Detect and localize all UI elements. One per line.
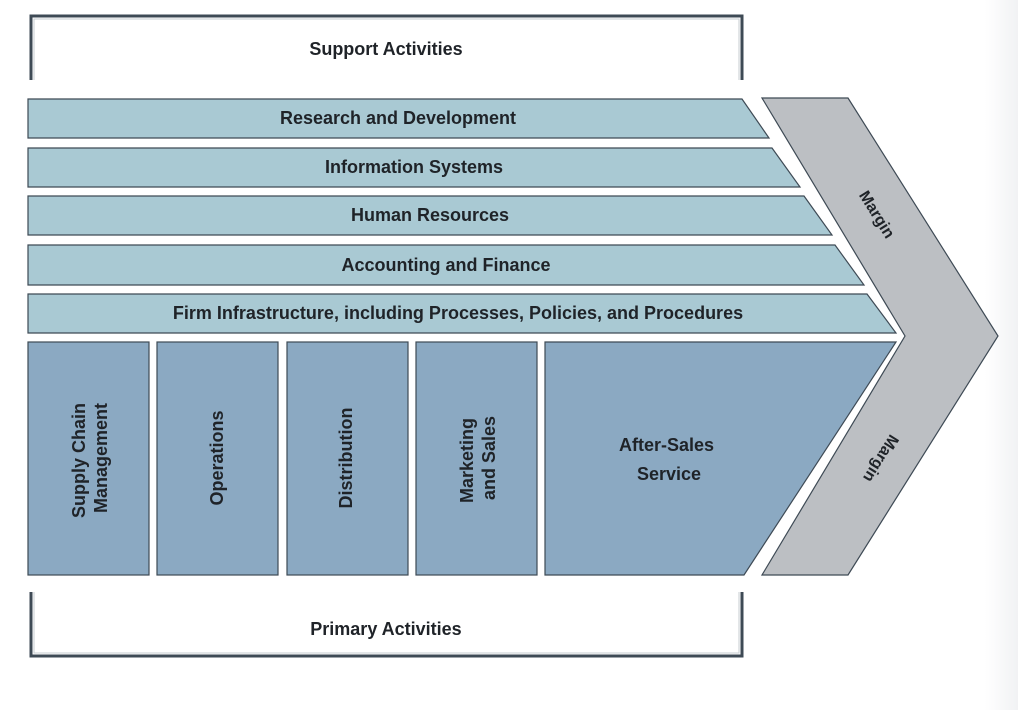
primary-activities-bracket: [29, 592, 744, 658]
primary-col-distribution-label: Distribution: [336, 408, 356, 509]
primary-bracket-inner-line: [33, 592, 740, 654]
primary-col-after-sales: [544, 341, 898, 576]
support-row-information-systems-label: Information Systems: [325, 157, 503, 177]
primary-col-supply-chain: [27, 341, 150, 576]
support-row-information-systems: [27, 147, 802, 188]
support-row-accounting: [27, 244, 866, 286]
support-row-research-label: Research and Development: [280, 108, 516, 128]
primary-col-operations: [156, 341, 279, 576]
support-row-accounting-label: Accounting and Finance: [341, 255, 550, 275]
support-activities-bracket: [29, 14, 744, 80]
support-row-research: [27, 98, 771, 139]
support-row-human-resources: [27, 195, 834, 236]
primary-col-supply-chain-label: Supply Chain Management: [69, 398, 111, 518]
support-row-firm-infrastructure-label: Firm Infrastructure, including Processes…: [173, 303, 743, 323]
margin-chevron: [760, 97, 999, 576]
support-row-firm-infrastructure: [27, 293, 898, 334]
support-bracket-inner-line: [33, 18, 740, 80]
primary-col-operations-label: Operations: [207, 410, 227, 505]
support-row-human-resources-label: Human Resources: [351, 205, 509, 225]
primary-col-distribution: [286, 341, 409, 576]
primary-col-marketing-sales-label: Marketing and Sales: [457, 413, 499, 503]
primary-activities-label: Primary Activities: [310, 619, 461, 639]
primary-col-marketing-sales: [415, 341, 538, 576]
support-activities-label: Support Activities: [309, 39, 462, 59]
primary-col-after-sales-label: After-Sales Service: [619, 435, 719, 484]
right-edge-fade: [985, 0, 1018, 710]
